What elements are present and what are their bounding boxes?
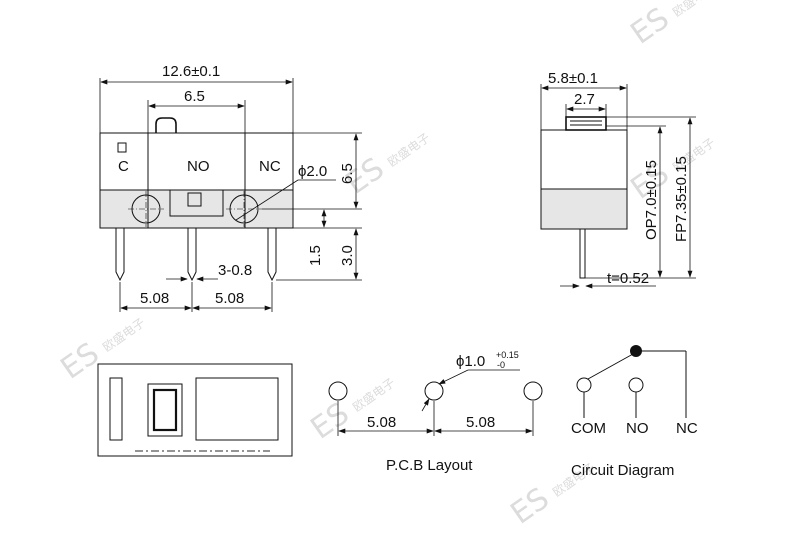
svg-text:欧盛电子: 欧盛电子 xyxy=(350,375,398,415)
pin-c xyxy=(115,228,125,282)
switch-body-bottom xyxy=(97,363,293,457)
circuit-nc-label: NC xyxy=(676,420,698,437)
dim-pitch-left: 5.08 xyxy=(140,290,169,307)
c-terminal-symbol xyxy=(117,142,127,153)
front-view: C NO NC 12.6±0.1 6.5 ϕ2.0 6.5 xyxy=(99,63,362,312)
dim-1-5: 1.5 xyxy=(307,245,324,266)
pin-side xyxy=(579,228,586,279)
dim-total-width: 12.6±0.1 xyxy=(162,63,220,80)
pin-no xyxy=(187,228,197,282)
dim-side-width: 5.8±0.1 xyxy=(548,70,598,87)
pcb-caption: P.C.B Layout xyxy=(386,457,473,474)
label-no: NO xyxy=(187,158,210,175)
circuit-com-label: COM xyxy=(571,420,606,437)
dim-thickness: t=0.52 xyxy=(607,270,649,287)
circuit-com-node xyxy=(576,377,592,393)
label-c: C xyxy=(118,158,129,175)
pcb-hole-tol-minus: -0 xyxy=(497,360,505,370)
svg-text:ES: ES xyxy=(625,1,676,51)
watermark: ES 欧盛电子 ES 欧盛电子 ES 欧盛电子 ES 欧盛电子 ES 欧盛电子 … xyxy=(55,0,718,532)
dim-3-0: 3.0 xyxy=(339,245,356,266)
dim-fp: FP7.35±0.15 xyxy=(673,156,690,242)
circuit-diagram: COM NO NC Circuit Diagram xyxy=(571,345,698,479)
pcb-hole-tol-plus: +0.15 xyxy=(496,350,519,360)
center-square xyxy=(187,192,202,207)
bottom-pad-inner xyxy=(152,388,178,432)
plunger-side xyxy=(565,116,607,131)
dim-pin-size: 3-0.8 xyxy=(218,262,252,279)
pcb-hole-2 xyxy=(424,381,444,401)
svg-text:欧盛电子: 欧盛电子 xyxy=(100,315,148,355)
dim-hole-dia: ϕ2.0 xyxy=(298,163,327,180)
circuit-caption: Circuit Diagram xyxy=(571,462,674,479)
dim-inner-width: 6.5 xyxy=(184,88,205,105)
svg-text:ES: ES xyxy=(305,396,356,446)
svg-text:欧盛电子: 欧盛电子 xyxy=(670,0,718,19)
pcb-hole-dia: ϕ1.0 xyxy=(456,353,485,370)
label-nc: NC xyxy=(259,158,281,175)
pcb-hole-1 xyxy=(328,381,348,401)
svg-text:ES: ES xyxy=(505,481,556,531)
circuit-no-label: NO xyxy=(626,420,649,437)
pcb-pitch-left: 5.08 xyxy=(367,414,396,431)
pcb-pitch-right: 5.08 xyxy=(466,414,495,431)
side-view: 5.8±0.1 2.7 OP7.0±0.15 FP7.35±0.15 t=0.5… xyxy=(540,70,696,289)
dim-op: OP7.0±0.15 xyxy=(643,160,660,240)
pcb-layout: 5.08 5.08 ϕ1.0 +0.15 -0 P.C.B Layout xyxy=(328,350,543,474)
bottom-slot xyxy=(109,377,123,441)
pcb-hole-3 xyxy=(523,381,543,401)
dim-pitch-right: 5.08 xyxy=(215,290,244,307)
dim-height: 6.5 xyxy=(339,163,356,184)
dim-plunger: 2.7 xyxy=(574,91,595,108)
bottom-window xyxy=(195,377,279,441)
plunger-front xyxy=(155,117,177,133)
pin-nc xyxy=(267,228,277,282)
bottom-pad-outer xyxy=(147,383,183,437)
svg-text:欧盛电子: 欧盛电子 xyxy=(385,130,433,170)
bottom-view xyxy=(97,363,293,457)
circuit-lever xyxy=(587,353,634,380)
circuit-no-node xyxy=(628,377,644,393)
